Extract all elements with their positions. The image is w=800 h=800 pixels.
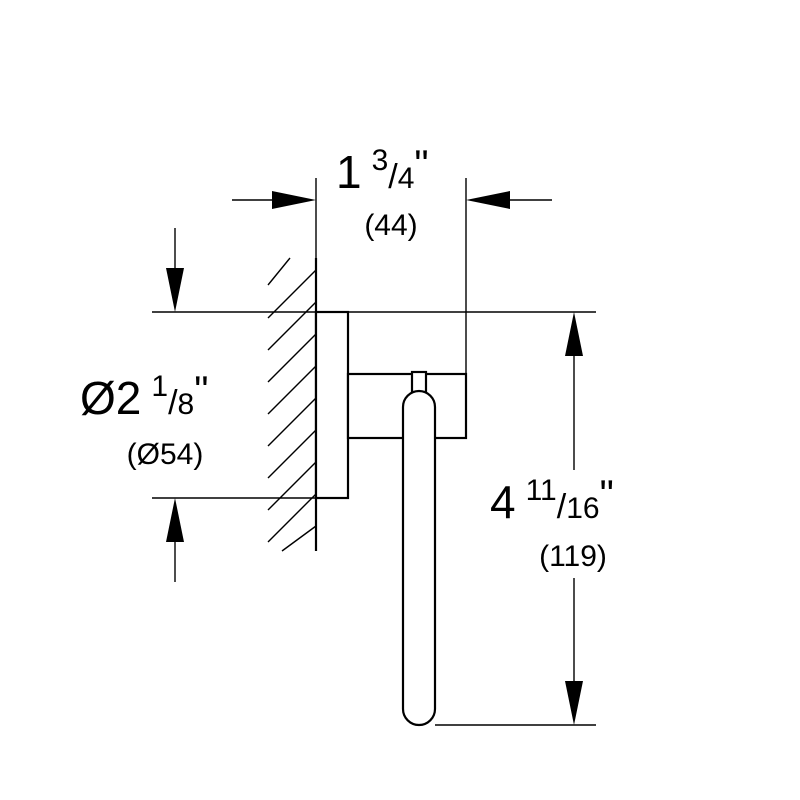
arrowhead-up: [166, 498, 184, 542]
towel-ring-bar: [401, 389, 437, 727]
ring-connector: [410, 370, 428, 394]
arrowhead-up: [565, 312, 583, 356]
depth-metric: (44): [364, 209, 417, 242]
towel-ring-product: [314, 310, 468, 727]
arrowhead-left: [466, 191, 510, 209]
height-metric: (119): [539, 540, 607, 573]
wall-hatching: [267, 257, 317, 552]
wall: [267, 257, 318, 552]
arrowhead-down: [166, 268, 184, 312]
arrowhead-down: [565, 681, 583, 725]
diameter-dimension: [166, 228, 184, 582]
depth-dimension: [232, 191, 552, 209]
height-dimension: [565, 312, 583, 725]
wall-rosette: [314, 310, 350, 500]
arrowhead-right: [272, 191, 316, 209]
extension-lines: [152, 178, 596, 726]
diameter-metric: (Ø54): [127, 438, 204, 471]
